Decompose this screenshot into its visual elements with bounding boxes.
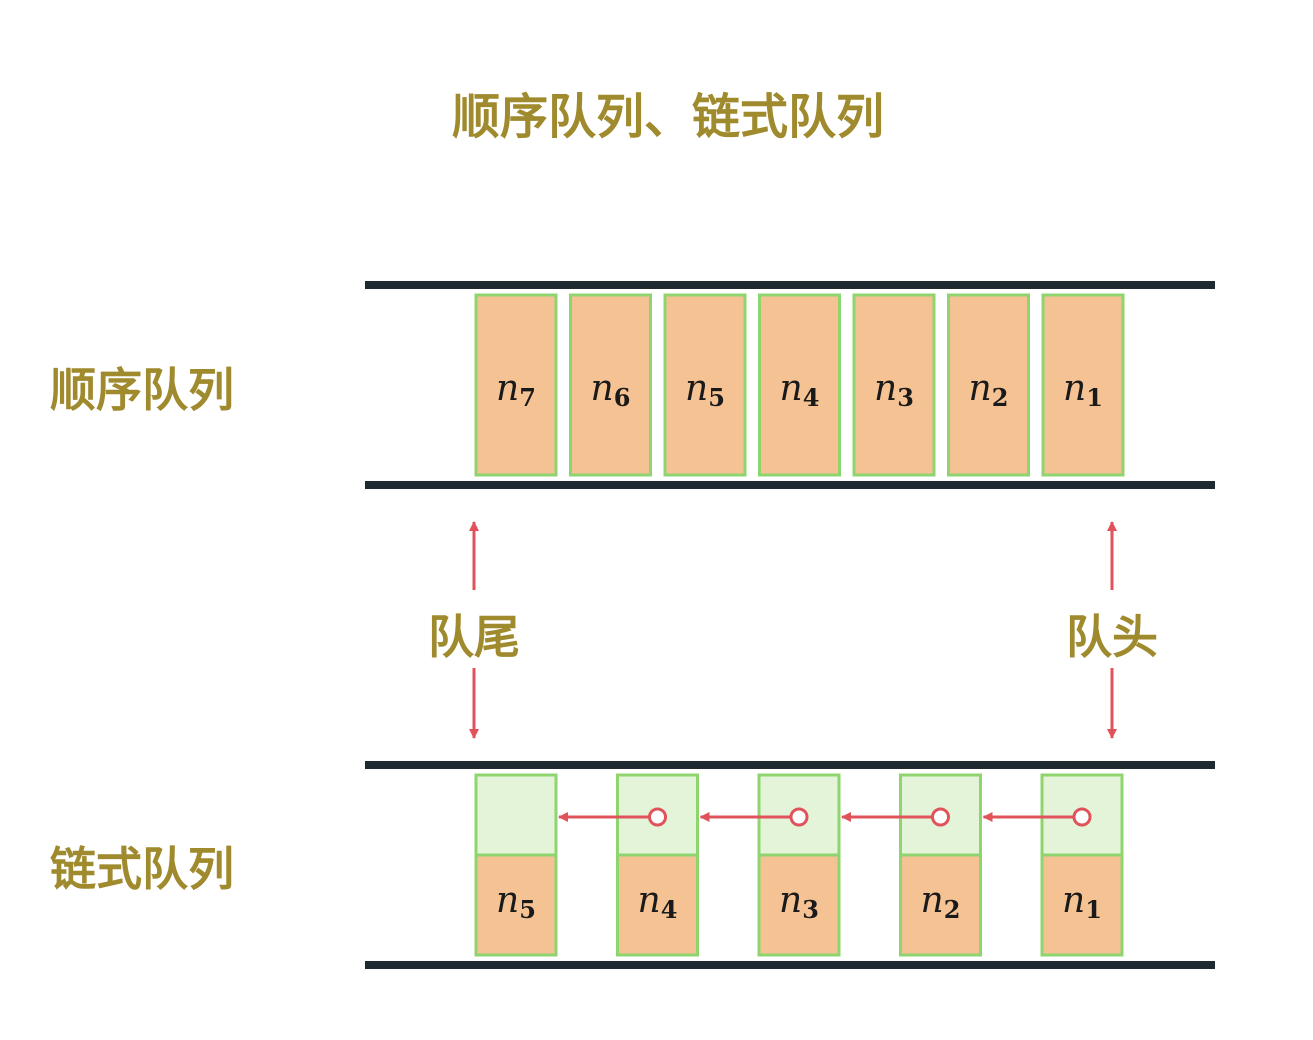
node-data-field-1 <box>474 853 558 957</box>
queue-cell-label-4-subscript: 4 <box>803 383 820 412</box>
queue-cell-label-4-letter: n <box>780 368 803 409</box>
node-label-4: n2 <box>921 880 961 924</box>
queue-cell-7 <box>1041 293 1125 477</box>
queue-cell-label-1-subscript: 7 <box>519 383 536 412</box>
linked-queue-label: 链式队列 <box>50 842 234 896</box>
queue-cell-label-6-letter: n <box>969 368 992 409</box>
node-label-5-subscript: 1 <box>1085 895 1102 924</box>
sequential-queue-label: 顺序队列 <box>50 363 234 417</box>
node-label-5: n1 <box>1062 880 1102 924</box>
node-label-3-subscript: 3 <box>802 895 819 924</box>
node-label-2-letter: n <box>638 880 661 921</box>
head-label: 队头 <box>1066 610 1158 664</box>
queue-cell-label-2-letter: n <box>591 368 614 409</box>
node-label-2: n4 <box>638 880 678 924</box>
queue-cell-label-7-letter: n <box>1063 368 1086 409</box>
queue-cell-label-7-subscript: 1 <box>1086 383 1103 412</box>
queue-cell-1 <box>474 293 558 477</box>
queue-cell-label-6-subscript: 2 <box>992 383 1009 412</box>
next-pointer-origin-1 <box>648 807 667 827</box>
queue-cell-label-2-subscript: 6 <box>614 383 631 412</box>
diagram-title: 顺序队列、链式队列 <box>452 89 884 145</box>
queue-cell-label-7: n1 <box>1063 368 1103 412</box>
next-pointer-origin-2 <box>789 807 809 827</box>
queue-cell-6 <box>947 293 1030 477</box>
queue-cell-label-1: n7 <box>496 368 536 412</box>
node-label-3-letter: n <box>779 880 802 921</box>
node-label-1-subscript: 5 <box>519 895 536 924</box>
node-data-field-3 <box>757 853 841 957</box>
node-data-field-4 <box>899 853 982 957</box>
queue-cell-label-3-letter: n <box>685 368 708 409</box>
tail-label: 队尾 <box>428 610 520 664</box>
node-data-field-2 <box>616 853 699 957</box>
queue-cell-3 <box>663 293 747 477</box>
queue-cell-label-4: n4 <box>780 368 820 412</box>
node-label-4-subscript: 2 <box>944 895 961 924</box>
queue-cell-label-2: n6 <box>591 368 631 412</box>
node-label-1-letter: n <box>496 880 519 921</box>
node-label-3: n3 <box>779 880 819 924</box>
node-label-2-subscript: 4 <box>661 895 678 924</box>
next-pointer-origin-4 <box>1072 807 1092 827</box>
queue-cell-label-6: n2 <box>969 368 1009 412</box>
node-next-field-1 <box>474 773 558 857</box>
queue-cell-4 <box>758 293 841 477</box>
node-data-field-5 <box>1040 853 1124 957</box>
queue-cell-label-5-letter: n <box>874 368 897 409</box>
node-label-5-letter: n <box>1062 880 1085 921</box>
queue-cell-label-3-subscript: 5 <box>708 383 725 412</box>
node-label-4-letter: n <box>921 880 944 921</box>
queue-cell-5 <box>852 293 936 477</box>
queue-cell-2 <box>569 293 652 477</box>
next-pointer-origin-3 <box>931 807 950 827</box>
queue-cell-label-3: n5 <box>685 368 725 412</box>
queue-cell-label-5: n3 <box>874 368 914 412</box>
queue-cell-label-5-subscript: 3 <box>897 383 914 412</box>
queue-cell-label-1-letter: n <box>496 368 519 409</box>
node-label-1: n5 <box>496 880 536 924</box>
